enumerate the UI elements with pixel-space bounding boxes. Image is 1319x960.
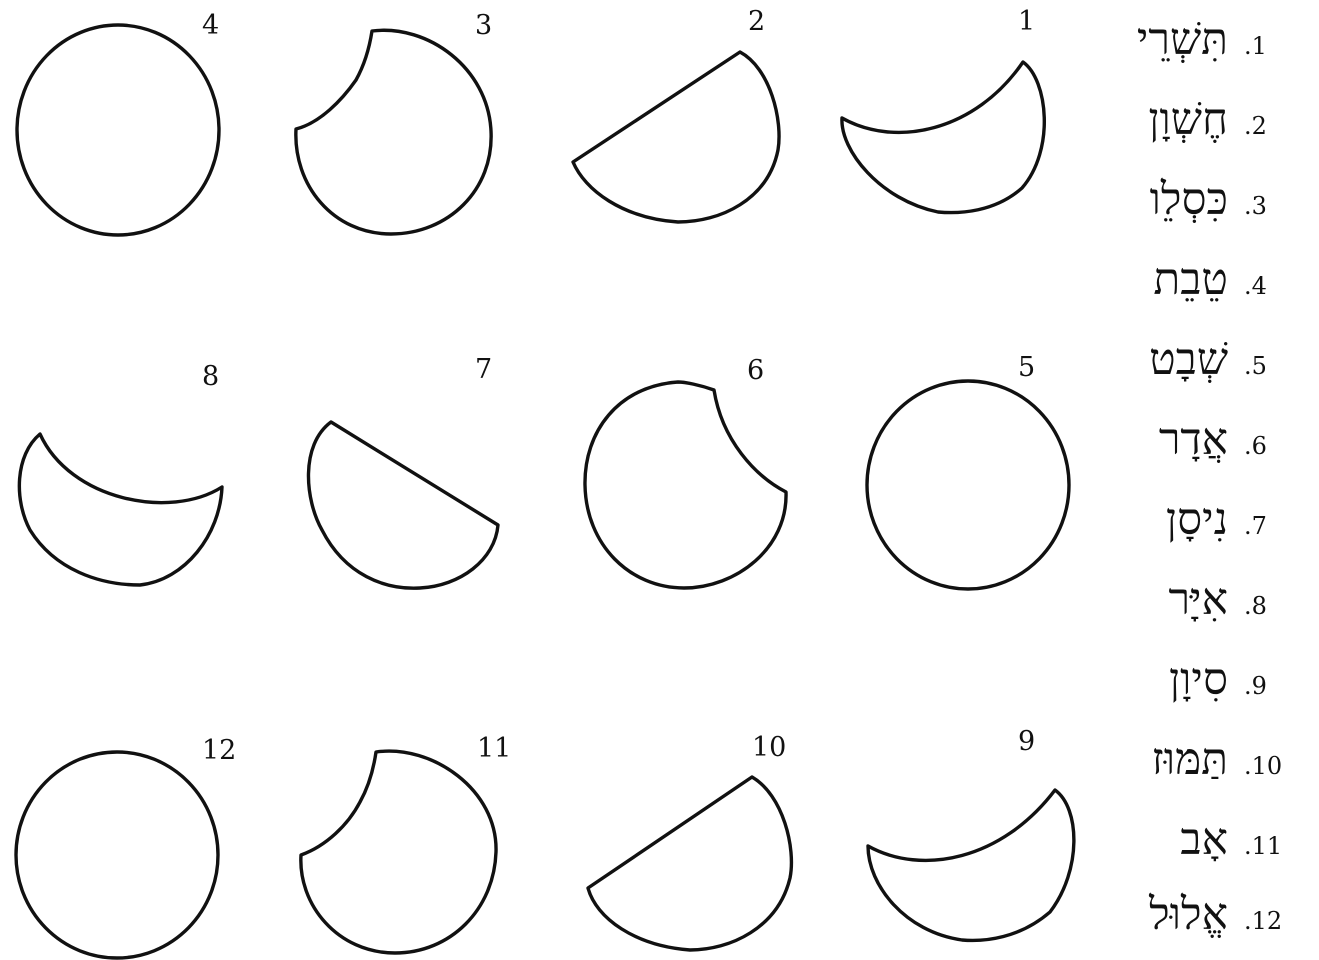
diagram-number-3: 3 <box>475 12 492 39</box>
moon-shape-10 <box>588 777 791 950</box>
moon-shape-1 <box>842 62 1044 213</box>
diagram-number-4: 4 <box>202 12 219 39</box>
month-index: .2 <box>1244 90 1267 162</box>
month-name: שְׁבָט <box>1149 330 1228 390</box>
month-index: .12 <box>1244 885 1282 957</box>
diagram-number-8: 8 <box>202 363 219 390</box>
month-row: תִּשְׁרֵי .1 <box>1100 10 1310 70</box>
month-row: נִיסָן .7 <box>1100 490 1310 550</box>
diagram-number-7: 7 <box>475 356 492 383</box>
month-name: נִיסָן <box>1166 490 1228 550</box>
moon-phase-diagram <box>0 0 1100 960</box>
month-index: .6 <box>1244 410 1267 482</box>
moon-shape-9 <box>868 790 1074 940</box>
month-row: אִיָּר .8 <box>1100 570 1310 630</box>
moon-shape-3 <box>296 30 491 234</box>
month-row: תַּמּוּז .10 <box>1100 730 1310 790</box>
moon-shape-11 <box>301 751 496 953</box>
diagram-number-12: 12 <box>202 737 236 764</box>
month-name: תִּשְׁרֵי <box>1137 10 1228 70</box>
month-name: אֲדָר <box>1159 410 1228 470</box>
month-row: טֵבֵת .4 <box>1100 250 1310 310</box>
moon-shape-5 <box>867 381 1069 589</box>
month-name: סִיוָן <box>1169 650 1228 710</box>
month-index: .9 <box>1244 650 1267 722</box>
month-index: .5 <box>1244 330 1267 402</box>
diagram-number-11: 11 <box>477 735 511 762</box>
diagram-number-10: 10 <box>752 734 786 761</box>
month-index: .4 <box>1244 250 1267 322</box>
month-name: אֱלוּל <box>1149 885 1228 945</box>
moon-shape-2 <box>573 52 779 222</box>
month-list: תִּשְׁרֵי .1 חֶשְׁוָן .2 כִּסְלֵו .3 טֵב… <box>1100 0 1319 960</box>
moon-shape-6 <box>585 382 786 588</box>
month-index: .11 <box>1244 810 1282 882</box>
month-index: .1 <box>1244 10 1267 82</box>
diagram-number-1: 1 <box>1018 8 1035 35</box>
moon-shape-8 <box>19 434 222 585</box>
diagram-number-9: 9 <box>1018 728 1035 755</box>
month-row: אֲדָר .6 <box>1100 410 1310 470</box>
month-name: כִּסְלֵו <box>1150 170 1228 230</box>
moon-shape-7 <box>308 422 498 588</box>
month-name: אִיָּר <box>1168 570 1228 630</box>
moon-shape-12 <box>16 752 218 958</box>
diagram-number-5: 5 <box>1018 354 1035 381</box>
month-row: כִּסְלֵו .3 <box>1100 170 1310 230</box>
diagram-number-2: 2 <box>748 8 765 35</box>
month-row: חֶשְׁוָן .2 <box>1100 90 1310 150</box>
month-row: שְׁבָט .5 <box>1100 330 1310 390</box>
month-name: טֵבֵת <box>1153 250 1228 310</box>
month-row: אֱלוּל .12 <box>1100 885 1310 945</box>
month-name: חֶשְׁוָן <box>1148 90 1228 150</box>
month-index: .10 <box>1244 730 1282 802</box>
month-index: .3 <box>1244 170 1267 242</box>
month-row: סִיוָן .9 <box>1100 650 1310 710</box>
month-index: .7 <box>1244 490 1267 562</box>
month-name: תַּמּוּז <box>1152 730 1228 790</box>
month-row: אָב .11 <box>1100 810 1310 870</box>
month-name: אָב <box>1180 810 1228 870</box>
month-index: .8 <box>1244 570 1267 642</box>
diagram-number-6: 6 <box>747 357 764 384</box>
moon-shape-4 <box>17 25 219 235</box>
